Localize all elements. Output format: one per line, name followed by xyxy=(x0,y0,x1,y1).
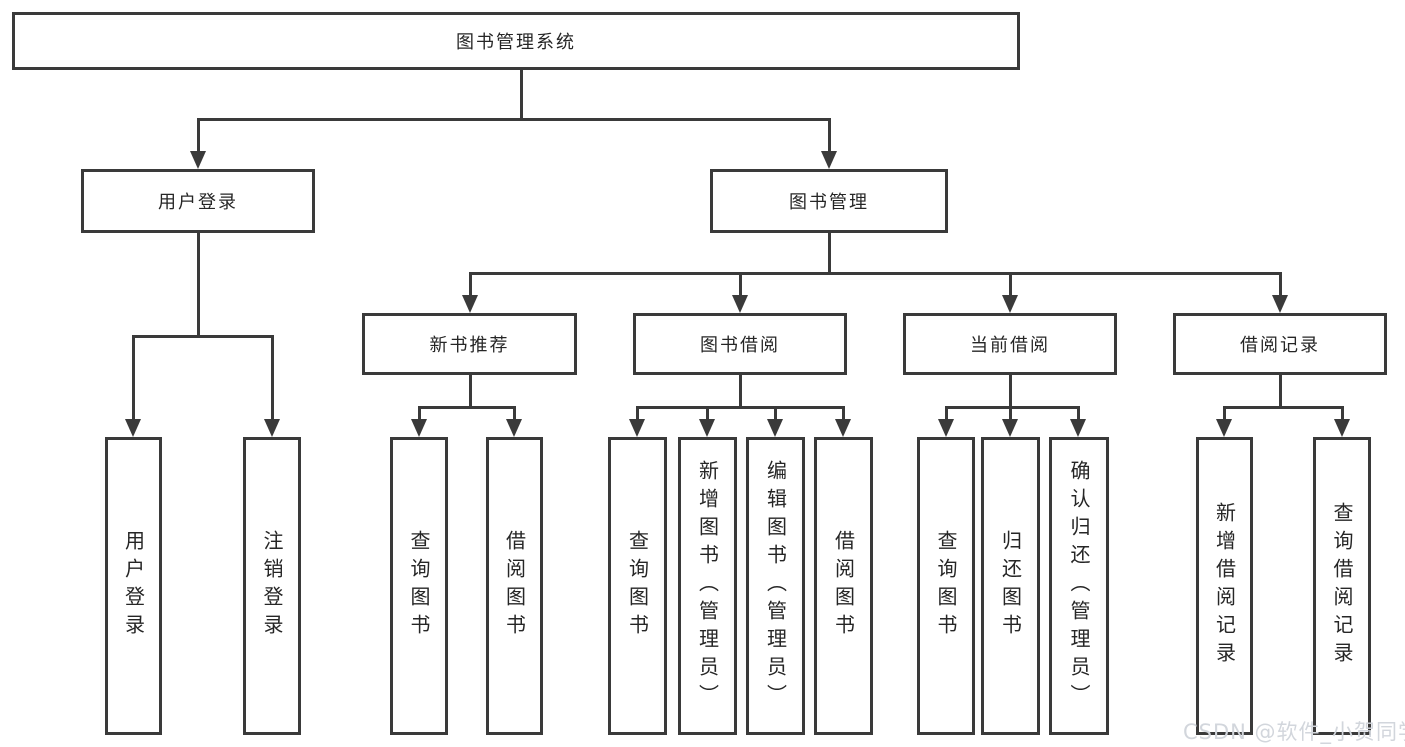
leaf-query-books-recommend-label: 查询图书 xyxy=(407,530,431,642)
arrowhead xyxy=(835,419,851,437)
arrowhead xyxy=(190,151,206,169)
arrowhead xyxy=(125,419,141,437)
leaf-query-books-current-label: 查询图书 xyxy=(934,530,958,642)
connector xyxy=(636,406,845,409)
node-user-login: 用户登录 xyxy=(81,169,315,233)
leaf-add-book-admin-label: 新增图书（管理员） xyxy=(695,460,720,712)
leaf-query-books-borrowing: 查询图书 xyxy=(608,437,667,735)
csdn-watermark: CSDN @软件_小贺同学 xyxy=(1183,720,1405,744)
connector xyxy=(945,406,1080,409)
leaf-return-books-label: 归还图书 xyxy=(998,530,1023,642)
arrowhead xyxy=(1002,295,1018,313)
connector xyxy=(513,406,516,419)
leaf-query-borrow-record: 查询借阅记录 xyxy=(1313,437,1371,735)
leaf-confirm-return-admin: 确认归还（管理员） xyxy=(1049,437,1109,735)
arrowhead xyxy=(821,151,837,169)
connector xyxy=(828,233,831,272)
arrowhead xyxy=(1272,295,1288,313)
arrowhead xyxy=(1002,419,1018,437)
node-borrowing-records-label: 借阅记录 xyxy=(1240,335,1320,356)
connector xyxy=(739,272,742,295)
leaf-query-books-borrowing-label: 查询图书 xyxy=(625,530,650,642)
leaf-add-borrow-record-label: 新增借阅记录 xyxy=(1212,502,1237,670)
connector xyxy=(418,406,421,419)
node-book-management: 图书管理 xyxy=(710,169,948,233)
node-root-label: 图书管理系统 xyxy=(456,32,576,53)
arrowhead xyxy=(938,419,954,437)
leaf-query-borrow-record-label: 查询借阅记录 xyxy=(1330,502,1354,670)
connector xyxy=(132,335,274,338)
connector xyxy=(469,272,1281,275)
node-new-book-recommend-label: 新书推荐 xyxy=(429,335,510,356)
arrowhead xyxy=(629,419,645,437)
node-book-borrowing-label: 图书借阅 xyxy=(700,335,780,356)
connector xyxy=(469,375,472,406)
node-current-borrowing: 当前借阅 xyxy=(903,313,1117,375)
leaf-logout: 注销登录 xyxy=(243,437,301,735)
leaf-query-books-current: 查询图书 xyxy=(917,437,975,735)
connector xyxy=(1009,272,1012,295)
connector xyxy=(197,233,200,335)
connector xyxy=(418,406,516,409)
connector xyxy=(706,406,709,419)
connector xyxy=(828,118,831,151)
node-current-borrowing-label: 当前借阅 xyxy=(970,335,1050,356)
connector xyxy=(1341,406,1344,419)
arrowhead xyxy=(732,295,748,313)
leaf-edit-book-admin: 编辑图书（管理员） xyxy=(746,437,805,735)
arrowhead xyxy=(506,419,522,437)
connector xyxy=(774,406,777,419)
connector xyxy=(945,406,948,419)
leaf-borrow-books-recommend: 借阅图书 xyxy=(486,437,543,735)
leaf-borrow-books: 借阅图书 xyxy=(814,437,873,735)
arrowhead xyxy=(1334,419,1350,437)
connector xyxy=(1009,406,1012,419)
leaf-logout-label: 注销登录 xyxy=(260,530,284,642)
connector xyxy=(1077,406,1080,419)
connector xyxy=(1279,375,1282,406)
node-book-borrowing: 图书借阅 xyxy=(633,313,847,375)
leaf-edit-book-admin-label: 编辑图书（管理员） xyxy=(763,460,788,712)
arrowhead xyxy=(1216,419,1232,437)
connector xyxy=(1223,406,1226,419)
node-new-book-recommend: 新书推荐 xyxy=(362,313,577,375)
node-user-login-label: 用户登录 xyxy=(158,192,238,213)
leaf-confirm-return-admin-label: 确认归还（管理员） xyxy=(1067,460,1091,712)
connector xyxy=(1223,406,1343,409)
connector xyxy=(271,335,274,419)
connector xyxy=(520,70,523,118)
node-root: 图书管理系统 xyxy=(12,12,1020,70)
connector xyxy=(636,406,639,419)
node-book-management-label: 图书管理 xyxy=(789,192,869,213)
connector xyxy=(197,118,200,151)
arrowhead xyxy=(699,419,715,437)
leaf-user-login: 用户登录 xyxy=(105,437,162,735)
leaf-add-book-admin: 新增图书（管理员） xyxy=(678,437,737,735)
leaf-query-books-recommend: 查询图书 xyxy=(390,437,448,735)
leaf-return-books: 归还图书 xyxy=(981,437,1040,735)
arrowhead xyxy=(767,419,783,437)
connector xyxy=(197,118,831,121)
node-borrowing-records: 借阅记录 xyxy=(1173,313,1387,375)
arrowhead xyxy=(264,419,280,437)
connector xyxy=(1279,272,1282,295)
connector xyxy=(842,406,845,419)
arrowhead xyxy=(1070,419,1086,437)
leaf-add-borrow-record: 新增借阅记录 xyxy=(1196,437,1253,735)
arrowhead xyxy=(411,419,427,437)
arrowhead xyxy=(462,295,478,313)
connector xyxy=(739,375,742,406)
leaf-user-login-label: 用户登录 xyxy=(121,530,146,642)
leaf-borrow-books-label: 借阅图书 xyxy=(831,530,856,642)
connector xyxy=(132,335,135,419)
leaf-borrow-books-recommend-label: 借阅图书 xyxy=(502,530,527,642)
connector xyxy=(469,272,472,295)
connector xyxy=(1009,375,1012,406)
